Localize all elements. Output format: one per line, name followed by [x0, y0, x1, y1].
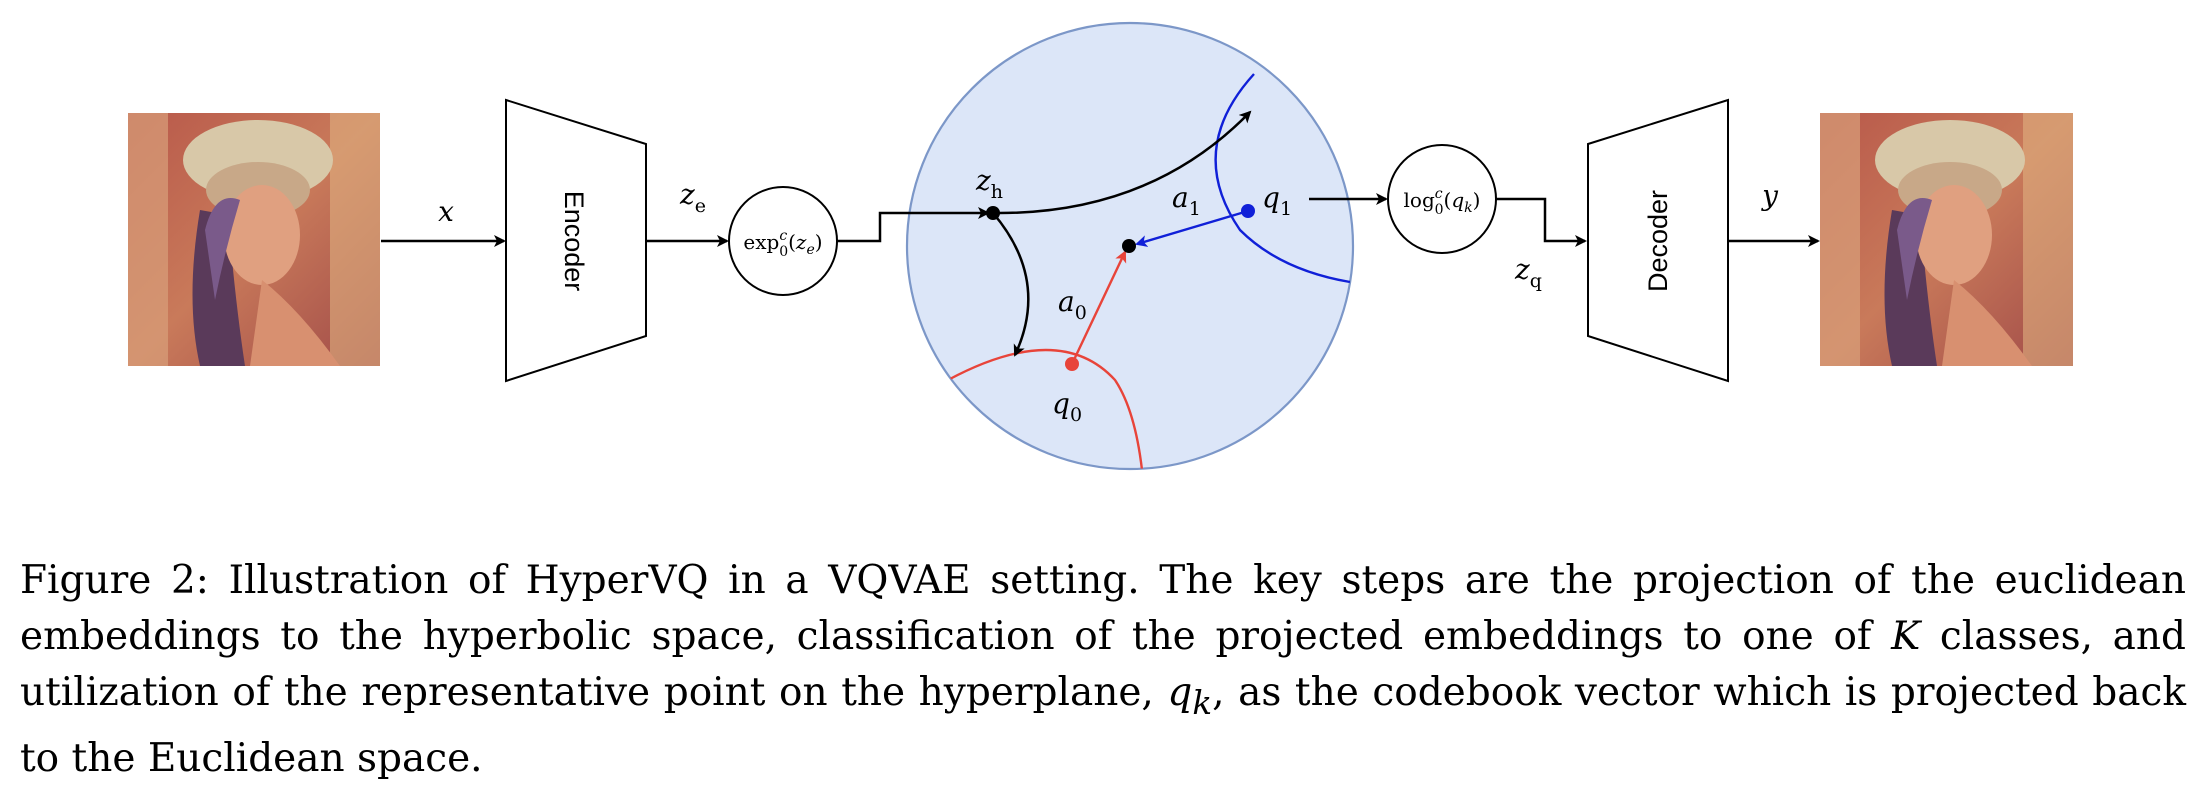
encoder-label: Encoder — [559, 191, 589, 292]
caption-text-3: , as the codebook vector which is projec… — [20, 670, 2186, 781]
ze-label: ze — [679, 178, 706, 217]
decoder-label: Decoder — [1643, 190, 1673, 292]
q0-point — [1065, 357, 1079, 371]
hyperplane-q1 — [1214, 73, 1351, 284]
caption-text-2: classes, and utilization of the represen… — [20, 614, 2186, 715]
caption-qk-symbol: q — [1167, 670, 1193, 715]
zh-to-q0-curve — [992, 212, 1030, 357]
caption-prefix: Figure 2: — [20, 558, 209, 603]
caption-text-1: Illustration of HyperVQ in a VQVAE setti… — [20, 558, 2186, 659]
y-label: y — [1760, 179, 1779, 212]
a0-vector — [1070, 250, 1127, 365]
figure-caption: Figure 2: Illustration of HyperVQ in a V… — [20, 553, 2186, 787]
output-image — [1820, 113, 2073, 366]
zq-label: zq — [1514, 253, 1542, 292]
decoder-block — [1587, 98, 1729, 383]
hyperplane-q0 — [947, 348, 1144, 469]
to-zh-arrow — [837, 207, 990, 243]
q1-point — [1241, 204, 1255, 218]
projected-point — [1122, 239, 1136, 253]
a1-vector — [1135, 209, 1249, 247]
caption-k-symbol: K — [1891, 614, 1921, 659]
input-image — [128, 113, 380, 366]
q0-label: q0 — [1052, 387, 1082, 426]
encoder-block — [505, 98, 647, 383]
zh-point — [986, 206, 1000, 220]
x-label: x — [438, 195, 454, 228]
zq-arrow — [1496, 197, 1587, 247]
zh-to-q1-curve — [992, 110, 1252, 215]
caption-qk-subscript: k — [1192, 683, 1213, 722]
